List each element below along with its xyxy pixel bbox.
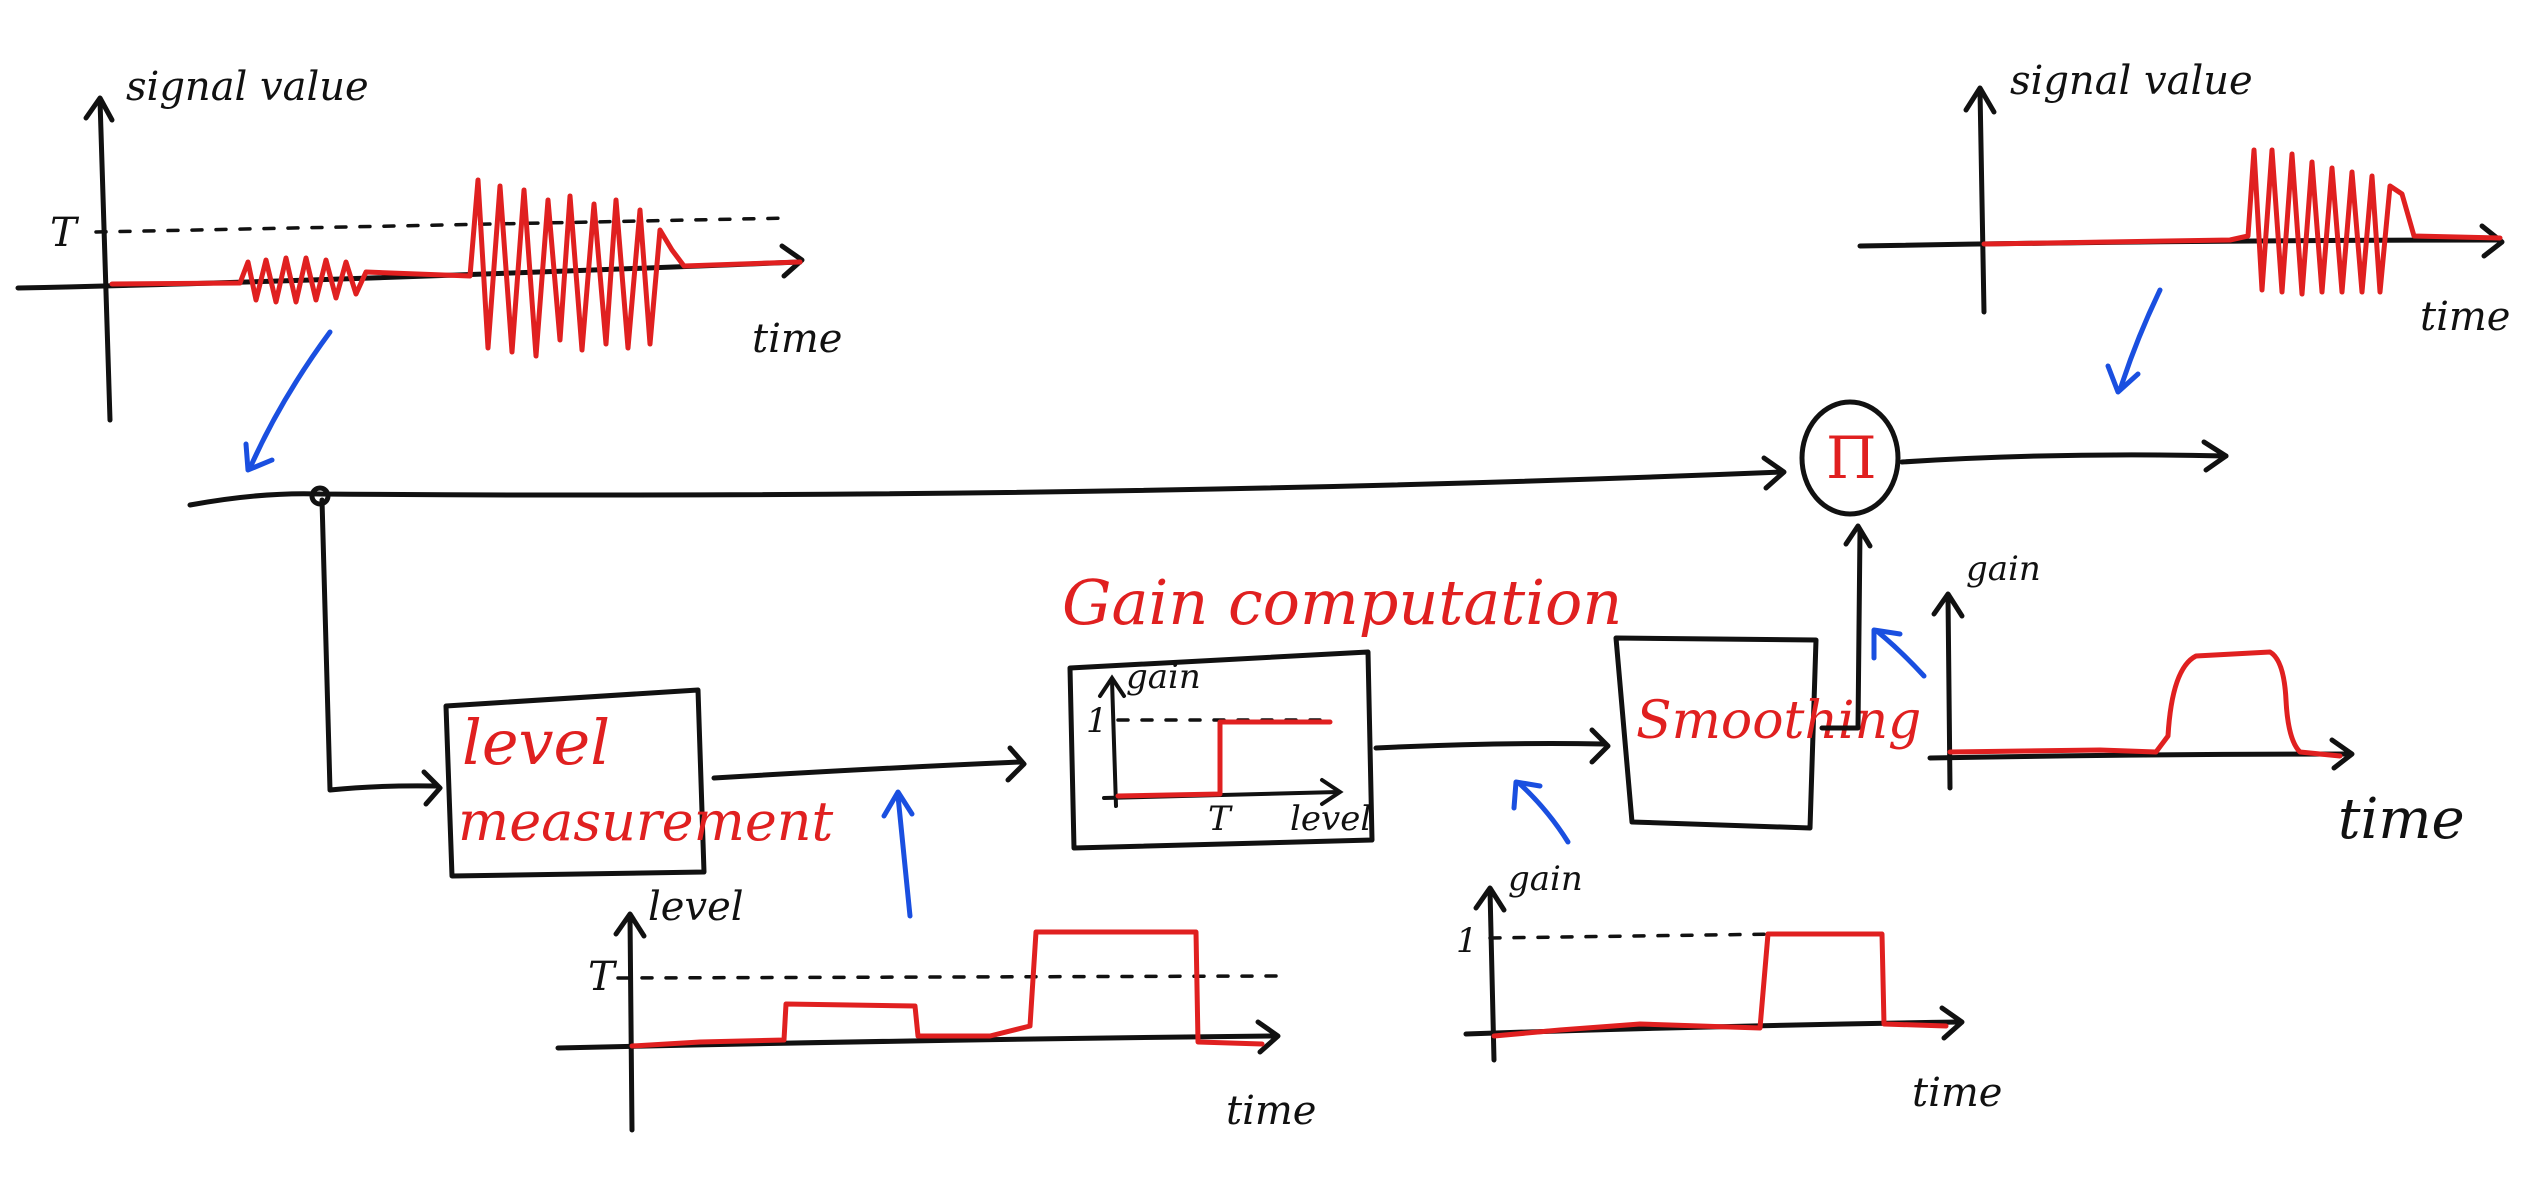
gain-annotation-arrow — [1511, 779, 1571, 845]
gain-transfer-x-tick: T — [1208, 799, 1233, 839]
input-plot-x-label: time — [752, 316, 842, 362]
input-plot-threshold-line — [94, 216, 792, 234]
input-plot-y-arrowhead — [83, 95, 115, 123]
smoothing-to-multiplier-line — [1819, 527, 1863, 731]
smoothed-gain-x-arrowhead — [2329, 737, 2355, 771]
multiplier-circle — [1799, 399, 1901, 517]
level-plot-y-label: level — [648, 884, 744, 930]
output-arrowhead — [2201, 439, 2229, 473]
smoothed-gain-x-label: time — [2338, 787, 2465, 852]
gain-block-input-arrowhead — [1005, 745, 1027, 783]
smoothing-block: Smoothing — [1613, 635, 1921, 831]
output-plot-y-arrowhead — [1963, 85, 1997, 115]
input-signal-waveform — [109, 177, 803, 359]
gain-plot-curve — [1491, 931, 1949, 1039]
output-plot-y-label: signal value — [2010, 58, 2253, 104]
multiplier-node: Π — [1799, 399, 1901, 517]
smoothed-gain-curve — [1947, 649, 2343, 759]
input-plot-x-arrowhead — [779, 243, 805, 279]
gain-transfer-x-label: level — [1290, 799, 1371, 839]
multiplier-symbol: Π — [1826, 424, 1877, 492]
output-plot-x-arrowhead — [2479, 223, 2505, 259]
input-plot-y-axis — [97, 97, 113, 423]
smoothing-box — [1613, 635, 1819, 831]
level-measurement-label-line1: level — [462, 706, 610, 779]
smoothed-gain-y-label: gain — [1966, 549, 2041, 589]
gain-to-smoothing-line — [1373, 741, 1607, 751]
gain-plot-y-arrowhead — [1473, 885, 1507, 913]
gain-transfer-y-label: gain — [1126, 657, 1201, 697]
level-measurement-box — [443, 687, 707, 879]
output-signal-waveform — [1981, 147, 2503, 297]
input-plot-x-axis — [15, 259, 803, 291]
gain-plot-y-label: gain — [1508, 859, 1583, 899]
level-measurement-block: level measurement — [443, 687, 834, 879]
smoothed-gain-annotation-arrow — [1871, 627, 1927, 679]
gain-computation-block: Gain computation gain 1 T level — [1062, 566, 1622, 851]
level-plot-x-arrowhead — [1255, 1019, 1281, 1055]
output-plot-y-axis — [1977, 87, 1987, 315]
level-plot: level T time — [555, 884, 1316, 1134]
level-plot-threshold-label: T — [588, 954, 618, 1000]
gain-transfer-y-arrowhead — [1098, 674, 1126, 698]
level-annotation-arrow — [881, 789, 915, 919]
smoothed-gain-x-axis — [1927, 751, 2353, 761]
level-plot-y-arrowhead — [613, 911, 647, 939]
gain-computation-box — [1067, 649, 1375, 851]
level-plot-curve — [629, 929, 1265, 1049]
gain-plot-x-label: time — [1912, 1070, 2002, 1116]
smoothing-input-arrowhead — [1589, 727, 1611, 765]
level-to-gain-line — [711, 759, 1023, 781]
gain-transfer-curve — [1115, 719, 1333, 799]
output-signal-plot: signal value time — [1857, 58, 2510, 340]
multiplier-input-arrowhead — [1761, 455, 1787, 491]
multiplier-output-line — [1899, 452, 2229, 465]
split-branch-line — [319, 497, 439, 793]
gain-transfer-x-arrowhead — [1320, 778, 1344, 806]
input-to-multiplier-line — [187, 469, 1785, 508]
smoothed-gain-y-arrowhead — [1931, 591, 1965, 619]
gain-computation-title: Gain computation — [1062, 566, 1622, 639]
output-plot-x-label: time — [2420, 294, 2510, 340]
input-signal-plot: signal value T time — [15, 64, 842, 423]
input-annotation-arrow — [243, 329, 333, 473]
gain-plot-y-tick: 1 — [1456, 921, 1478, 961]
level-plot-x-label: time — [1226, 1088, 1316, 1134]
level-block-input-arrowhead — [421, 769, 443, 807]
output-annotation-arrow — [2105, 287, 2163, 395]
smoothed-gain-plot: gain time — [1927, 549, 2465, 852]
smoothing-label: Smoothing — [1636, 691, 1921, 751]
main-signal-line — [187, 455, 1787, 807]
input-plot-threshold-label: T — [50, 210, 80, 256]
level-measurement-label-line2: measurement — [458, 790, 834, 853]
gain-plot-unity-line — [1488, 932, 1782, 940]
input-plot-y-label: signal value — [126, 64, 369, 110]
gain-plot-x-arrowhead — [1939, 1005, 1965, 1041]
level-plot-y-axis — [627, 913, 635, 1133]
multiplier-gain-arrowhead — [1843, 523, 1873, 549]
gain-transfer-y-tick: 1 — [1086, 701, 1108, 741]
level-plot-threshold-line — [616, 974, 1282, 980]
gain-plot: gain 1 time — [1456, 859, 2002, 1116]
gain-transfer-y-axis — [1110, 678, 1118, 808]
